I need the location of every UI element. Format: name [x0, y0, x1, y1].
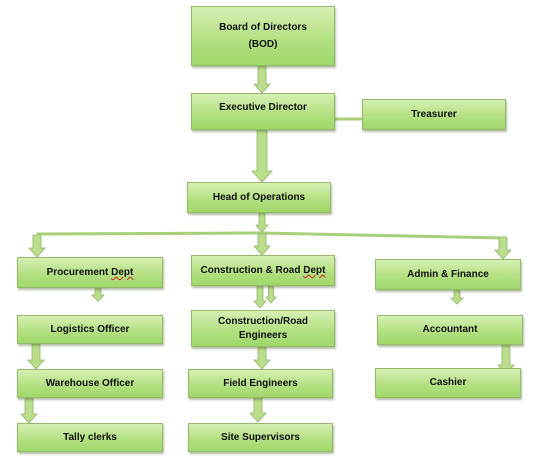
board-abbrev: (BOD)	[248, 39, 278, 50]
construction-road-engineers-box: Construction/Road Engineers	[191, 310, 335, 347]
board-of-directors-box: Board of Directors (BOD)	[191, 6, 335, 66]
procurement-dept-box: Procurement Dept	[17, 257, 163, 288]
site-supervisors-label: Site Supervisors	[221, 431, 300, 443]
construction-label-text: Construction & Road	[200, 264, 304, 276]
procurement-dept-label: Procurement Dept	[47, 266, 134, 280]
construction-dept-word: Dept	[303, 264, 326, 276]
admin-finance-box: Admin & Finance	[375, 259, 521, 290]
board-to-executive-arrow	[253, 65, 271, 94]
warehouse-officer-box: Warehouse Officer	[17, 369, 163, 398]
warehouse-to-tally-arrow	[20, 397, 38, 424]
head-of-operations-box: Head of Operations	[187, 182, 331, 213]
engineers-to-field-arrow	[253, 346, 271, 370]
tally-clerks-box: Tally clerks	[17, 423, 163, 452]
cashier-label: Cashier	[429, 377, 467, 389]
accountant-box: Accountant	[377, 315, 523, 345]
warehouse-officer-label: Warehouse Officer	[45, 377, 135, 389]
site-supervisors-box: Site Supervisors	[188, 423, 333, 452]
construction-to-engineers-arrow-a	[253, 285, 267, 309]
construction-road-dept-box: Construction & Road Dept	[191, 255, 335, 286]
executive-to-head-ops-arrow	[251, 129, 273, 183]
bar-to-procurement-arrow	[28, 234, 46, 258]
procurement-label-text: Procurement	[46, 266, 112, 278]
executive-director-box: Executive Director	[191, 93, 335, 130]
procurement-dept-word: Dept	[111, 266, 134, 278]
bar-to-construction-arrow	[253, 233, 271, 256]
treasurer-box: Treasurer	[362, 99, 506, 130]
accountant-label: Accountant	[422, 324, 478, 336]
construction-engineers-line1: Construction/Road	[218, 316, 308, 327]
bar-to-admin-arrow	[494, 236, 512, 260]
logistics-officer-box: Logistics Officer	[17, 315, 163, 344]
distribution-bar-line	[36, 231, 504, 240]
head-ops-to-bar-arrow	[255, 212, 269, 233]
construction-to-engineers-arrow-b	[265, 285, 277, 304]
tally-clerks-label: Tally clerks	[63, 431, 117, 443]
field-to-site-arrow	[249, 397, 267, 423]
logistics-to-warehouse-arrow	[27, 343, 45, 370]
field-engineers-label: Field Engineers	[223, 377, 298, 389]
procurement-to-logistics-arrow	[91, 287, 105, 302]
cashier-box: Cashier	[375, 368, 521, 398]
executive-director-label: Executive Director	[219, 102, 307, 113]
logistics-officer-label: Logistics Officer	[50, 323, 130, 335]
treasurer-label: Treasurer	[411, 108, 457, 120]
field-engineers-box: Field Engineers	[188, 369, 333, 398]
construction-dept-label: Construction & Road Dept	[200, 264, 325, 278]
admin-finance-label: Admin & Finance	[407, 268, 489, 280]
admin-to-accountant-arrow	[450, 289, 464, 305]
board-title: Board of Directors	[219, 21, 307, 33]
head-of-operations-label: Head of Operations	[212, 191, 306, 203]
construction-engineers-line2: Engineers	[238, 329, 288, 341]
